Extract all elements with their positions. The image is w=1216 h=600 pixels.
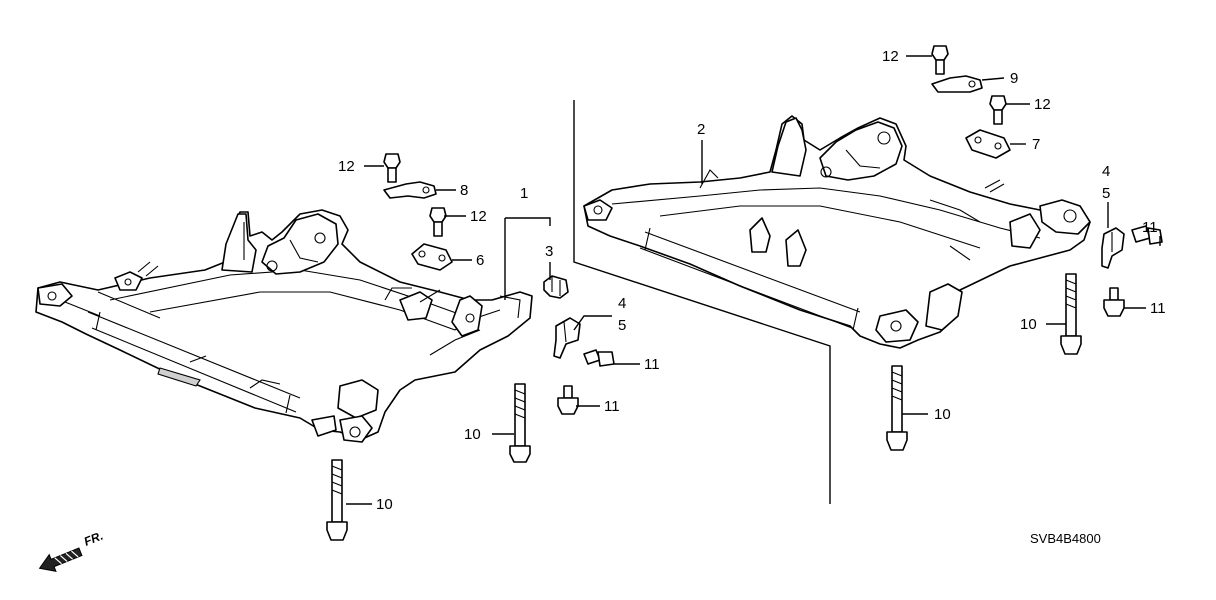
bolt-10-b — [326, 459, 348, 541]
callout-6: 6 — [476, 252, 484, 269]
front-label: FR. — [82, 529, 105, 549]
plate-part-7 — [965, 129, 1011, 159]
callout-8: 8 — [460, 182, 468, 199]
callout-9: 9 — [1010, 70, 1018, 87]
clip-part-3 — [543, 275, 569, 299]
right-subframe — [573, 100, 1091, 504]
diagram-code: SVB4B4800 — [1030, 531, 1101, 546]
callout-1: 1 — [520, 185, 528, 202]
callout-10-a: 10 — [464, 426, 481, 443]
bolt-11-b — [557, 385, 579, 415]
front-arrow-icon — [38, 547, 83, 573]
callout-12-a: 12 — [338, 158, 355, 175]
callout-12-c: 12 — [882, 48, 899, 65]
left-subframe — [35, 209, 533, 443]
callout-11-c: 11 — [1142, 219, 1158, 236]
bracket-part-4-5-left — [553, 317, 581, 359]
callout-10-d: 10 — [934, 406, 951, 423]
callout-labels: 1 2 3 4 5 4 5 6 7 8 9 10 10 10 10 11 11 … — [338, 48, 1166, 513]
callout-11-a: 11 — [644, 356, 660, 373]
callout-2: 2 — [697, 121, 705, 138]
stay-part-9 — [931, 75, 983, 93]
bolt-12-b — [429, 207, 447, 237]
callout-5-left: 5 — [618, 317, 626, 334]
callout-3: 3 — [545, 243, 553, 260]
bolt-11-a — [583, 349, 615, 367]
bolt-12-a — [383, 153, 401, 183]
callout-10-b: 10 — [376, 496, 393, 513]
leader-lines — [346, 55, 1161, 505]
plate-part-6 — [411, 243, 453, 271]
callout-5-right: 5 — [1102, 185, 1110, 202]
callout-4-left: 4 — [618, 295, 626, 312]
callout-7: 7 — [1032, 136, 1040, 153]
bolt-10-c — [1060, 273, 1082, 355]
bolt-10-a — [509, 383, 531, 463]
callout-12-d: 12 — [1034, 96, 1051, 113]
callout-12-b: 12 — [470, 208, 487, 225]
bolt-12-c — [931, 45, 949, 75]
front-indicator: FR. — [38, 529, 105, 573]
callout-11-d: 11 — [1150, 300, 1166, 317]
bolt-10-d — [886, 365, 908, 451]
callout-10-c: 10 — [1020, 316, 1037, 333]
bolt-11-c — [1131, 225, 1163, 245]
bracket-part-4-5-right — [1101, 227, 1125, 269]
callout-11-b: 11 — [604, 398, 620, 415]
bolt-12-d — [989, 95, 1007, 125]
bolt-11-d — [1103, 287, 1125, 317]
stay-part-8 — [383, 181, 437, 199]
callout-4-right: 4 — [1102, 163, 1110, 180]
